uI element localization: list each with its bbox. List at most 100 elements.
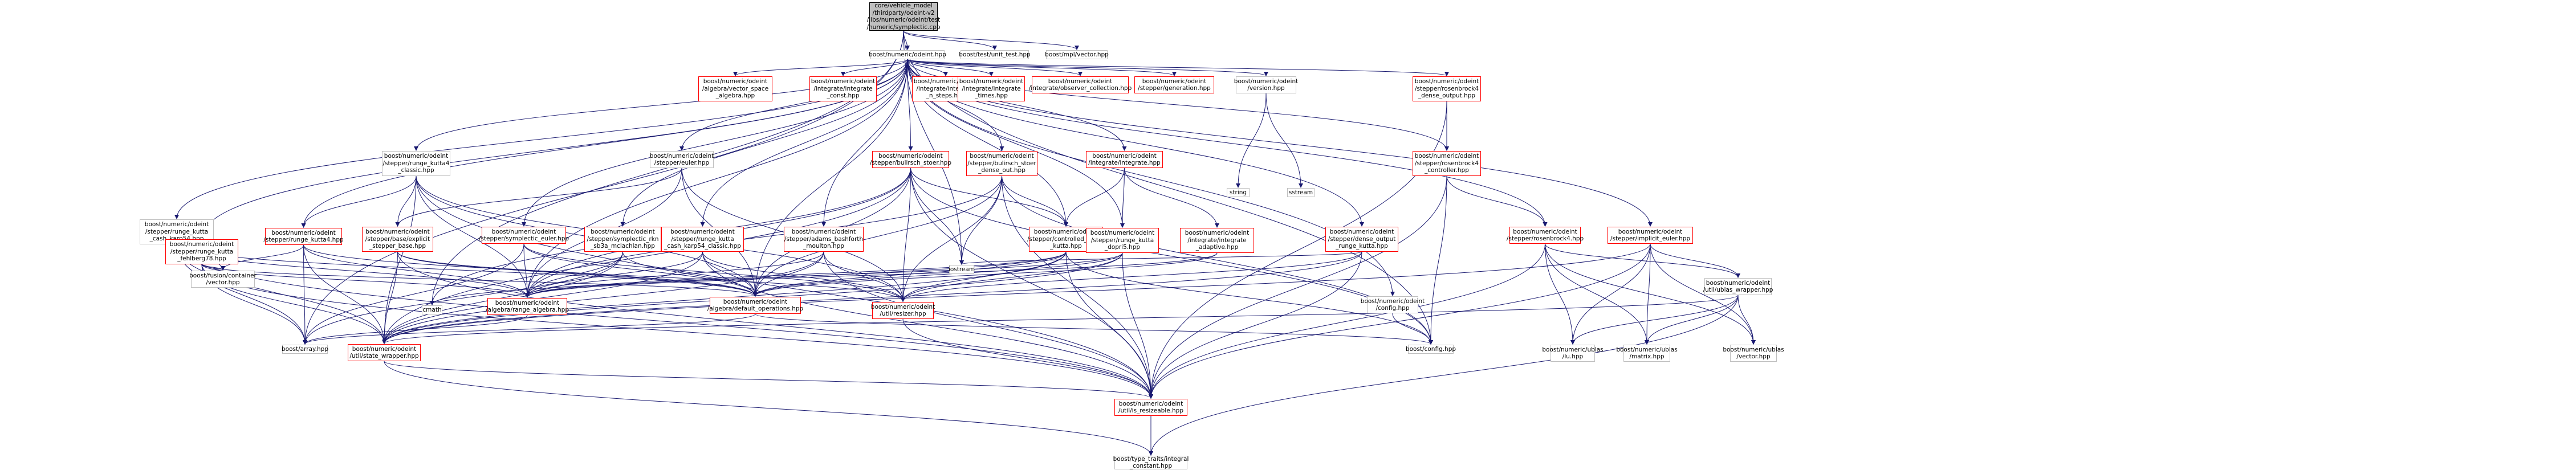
node-explicit-base[interactable]: boost/numeric/odeint /stepper/base/expli… [362, 227, 433, 252]
edge-bs-to-config [910, 167, 1433, 345]
edge-rk4-classic-to-state-wrapper [382, 175, 417, 344]
node-string[interactable]: string [1227, 188, 1250, 197]
node-unit-test[interactable]: boost/test/unit_test.hpp [959, 50, 1031, 59]
node-label: boost/numeric/odeint /stepper/controlled… [1027, 228, 1105, 250]
node-state-wrapper[interactable]: boost/numeric/odeint /util/state_wrapper… [348, 344, 421, 361]
node-integrate[interactable]: boost/numeric/odeint /integrate/integrat… [1086, 151, 1163, 168]
node-array[interactable]: boost/array.hpp [282, 345, 328, 354]
edge-symp-rkn-to-range-alg [525, 251, 623, 298]
edge-bs-do-to-default-ops [753, 175, 1002, 297]
node-int-adaptive[interactable]: boost/numeric/odeint /integrate/integrat… [1180, 228, 1254, 253]
edge-odeint-to-generation [907, 59, 1177, 76]
edge-bs-to-controlled-rk [910, 167, 1068, 227]
node-int-const[interactable]: boost/numeric/odeint /integrate/integrat… [809, 76, 877, 101]
node-label: sstream [1288, 189, 1313, 196]
node-ublas-vector[interactable]: boost/numeric/ublas /vector.hpp [1723, 345, 1784, 362]
node-label: boost/numeric/odeint /stepper/dense_outp… [1328, 228, 1396, 250]
node-root[interactable]: core/vehicle_model /thirdparty/odeint-v2… [866, 2, 941, 31]
node-lu[interactable]: boost/numeric/ublas /lu.hpp [1542, 345, 1604, 362]
node-int-times[interactable]: boost/numeric/odeint /integrate/integrat… [958, 76, 1025, 101]
edge-bs-do-to-is-resizeable [1002, 175, 1153, 399]
edge-bs-do-to-controlled-rk [1002, 175, 1068, 227]
node-label: boost/numeric/odeint /stepper/runge_kutt… [664, 228, 741, 250]
node-label: string [1229, 189, 1247, 196]
edge-rkck54-classic-to-resizer [702, 251, 905, 302]
node-range-alg[interactable]: boost/numeric/odeint /algebra/range_alge… [486, 298, 569, 315]
node-config[interactable]: boost/config.hpp [1406, 345, 1456, 354]
edge-abm-to-resizer [823, 251, 905, 302]
edge-implicit-euler-to-state-wrapper [382, 243, 1651, 344]
node-symp-euler[interactable]: boost/numeric/odeint /stepper/symplectic… [479, 227, 569, 244]
node-label: boost/numeric/odeint /util/is_resizeable… [1118, 400, 1184, 415]
edge-rk-dopri5-to-range-alg [525, 252, 1123, 298]
edge-odeint-to-vsa [733, 59, 908, 76]
edge-rk-dopri5-to-resizer [901, 252, 1123, 302]
node-mplvector[interactable]: boost/mpl/vector.hpp [1045, 50, 1109, 59]
node-label: boost/numeric/odeint /stepper/bulirsch_s… [967, 153, 1036, 174]
node-ros4-ctrl[interactable]: boost/numeric/odeint /stepper/rosenbrock… [1413, 151, 1481, 176]
node-label: boost/numeric/odeint /util/ublas_wrapper… [1703, 279, 1773, 294]
node-obs-coll[interactable]: boost/numeric/odeint /integrate/observer… [1029, 76, 1132, 93]
node-rk4-classic[interactable]: boost/numeric/odeint /stepper/runge_kutt… [382, 151, 450, 176]
edge-ros4-to-is-resizeable [1149, 243, 1545, 399]
node-is-resizeable[interactable]: boost/numeric/odeint /util/is_resizeable… [1114, 399, 1187, 416]
node-vsa[interactable]: boost/numeric/odeint /algebra/vector_spa… [698, 76, 772, 101]
node-ublas-wrapper[interactable]: boost/numeric/odeint /util/ublas_wrapper… [1703, 278, 1773, 295]
edge-implicit-euler-to-ublas-vector [1650, 243, 1756, 345]
node-rk4[interactable]: boost/numeric/odeint /stepper/runge_kutt… [263, 228, 344, 245]
node-cmath[interactable]: cmath [422, 305, 442, 314]
node-dense-out-rk[interactable]: boost/numeric/odeint /stepper/dense_outp… [1325, 227, 1398, 252]
node-label: boost/numeric/odeint /stepper/bulirsch_s… [870, 152, 951, 167]
node-label: boost/numeric/ublas /vector.hpp [1723, 346, 1784, 361]
edge-abm-to-range-alg [525, 251, 824, 298]
edge-ublas-wrapper-to-matrix [1645, 295, 1739, 345]
edge-bs-to-resizer [901, 167, 911, 302]
node-rkck54-classic[interactable]: boost/numeric/odeint /stepper/runge_kutt… [661, 227, 744, 252]
node-sstream[interactable]: sstream [1287, 188, 1315, 197]
node-generation[interactable]: boost/numeric/odeint /stepper/generation… [1134, 76, 1214, 93]
node-rk-dopri5[interactable]: boost/numeric/odeint /stepper/runge_kutt… [1086, 228, 1159, 253]
node-resizer[interactable]: boost/numeric/odeint /util/resizer.hpp [871, 302, 935, 319]
edge-symp-rkn-to-state-wrapper [382, 251, 623, 344]
node-integral-constant[interactable]: boost/type_traits/integral _constant.hpp [1113, 455, 1189, 470]
edge-explicit-base-to-is-resizeable [397, 251, 1153, 399]
edge-rk-dopri5-to-default-ops [753, 252, 1123, 297]
edge-rk4-classic-to-explicit-base [395, 175, 417, 227]
edge-resizer-to-is-resizeable [902, 318, 1153, 399]
node-label: boost/type_traits/integral _constant.hpp [1113, 455, 1189, 470]
edge-controlled-rk-to-is-resizeable [1065, 251, 1153, 399]
node-bs[interactable]: boost/numeric/odeint /stepper/bulirsch_s… [870, 151, 951, 168]
node-implicit-euler[interactable]: boost/numeric/odeint /stepper/implicit_e… [1608, 227, 1693, 244]
edge-bs-do-to-iostream [959, 175, 1002, 265]
edge-state-wrapper-to-integral-constant [384, 361, 1153, 456]
edge-rk-dopri5-to-is-resizeable [1122, 252, 1153, 399]
node-config-odeint[interactable]: boost/numeric/odeint /config.hpp [1361, 296, 1425, 313]
node-ros4[interactable]: boost/numeric/odeint /stepper/rosenbrock… [1507, 227, 1584, 244]
edge-config-odeint-to-config [1392, 313, 1433, 345]
edge-integrate-to-int-adaptive [1124, 167, 1219, 228]
node-rkf78[interactable]: boost/numeric/odeint /stepper/runge_kutt… [165, 239, 238, 264]
node-default-ops[interactable]: boost/numeric/odeint /algebra/default_op… [707, 297, 803, 314]
node-ros4-do[interactable]: boost/numeric/odeint /stepper/rosenbrock… [1413, 76, 1481, 101]
edge-abm-to-state-wrapper [382, 251, 824, 344]
edge-odeint-to-rkck54 [174, 59, 908, 219]
edge-odeint-to-range-alg [525, 59, 908, 298]
edge-bs-to-iostream [910, 167, 964, 265]
node-bs-do[interactable]: boost/numeric/odeint /stepper/bulirsch_s… [966, 151, 1037, 176]
node-iostream[interactable]: iostream [949, 265, 975, 274]
edge-odeint-to-rkf78 [200, 59, 908, 239]
node-abm[interactable]: boost/numeric/odeint /stepper/adams_bash… [784, 227, 864, 252]
node-symp-rkn[interactable]: boost/numeric/odeint /stepper/symplectic… [584, 227, 661, 252]
node-euler[interactable]: boost/numeric/odeint /stepper/euler.hpp [650, 151, 714, 168]
edge-state-wrapper-to-is-resizeable [384, 361, 1153, 399]
edge-controlled-rk-to-resizer [901, 251, 1067, 302]
edge-dense-out-rk-to-resizer [901, 251, 1362, 302]
node-fusion-vector[interactable]: boost/fusion/container /vector.hpp [189, 271, 257, 288]
node-matrix[interactable]: boost/numeric/ublas /matrix.hpp [1616, 345, 1678, 362]
node-label: boost/mpl/vector.hpp [1045, 51, 1109, 58]
edge-odeint-to-ros4-do [907, 59, 1449, 76]
node-odeint[interactable]: boost/numeric/odeint.hpp [869, 50, 946, 59]
edge-dense-out-rk-to-is-resizeable [1149, 251, 1362, 399]
node-version[interactable]: boost/numeric/odeint /version.hpp [1234, 76, 1298, 93]
